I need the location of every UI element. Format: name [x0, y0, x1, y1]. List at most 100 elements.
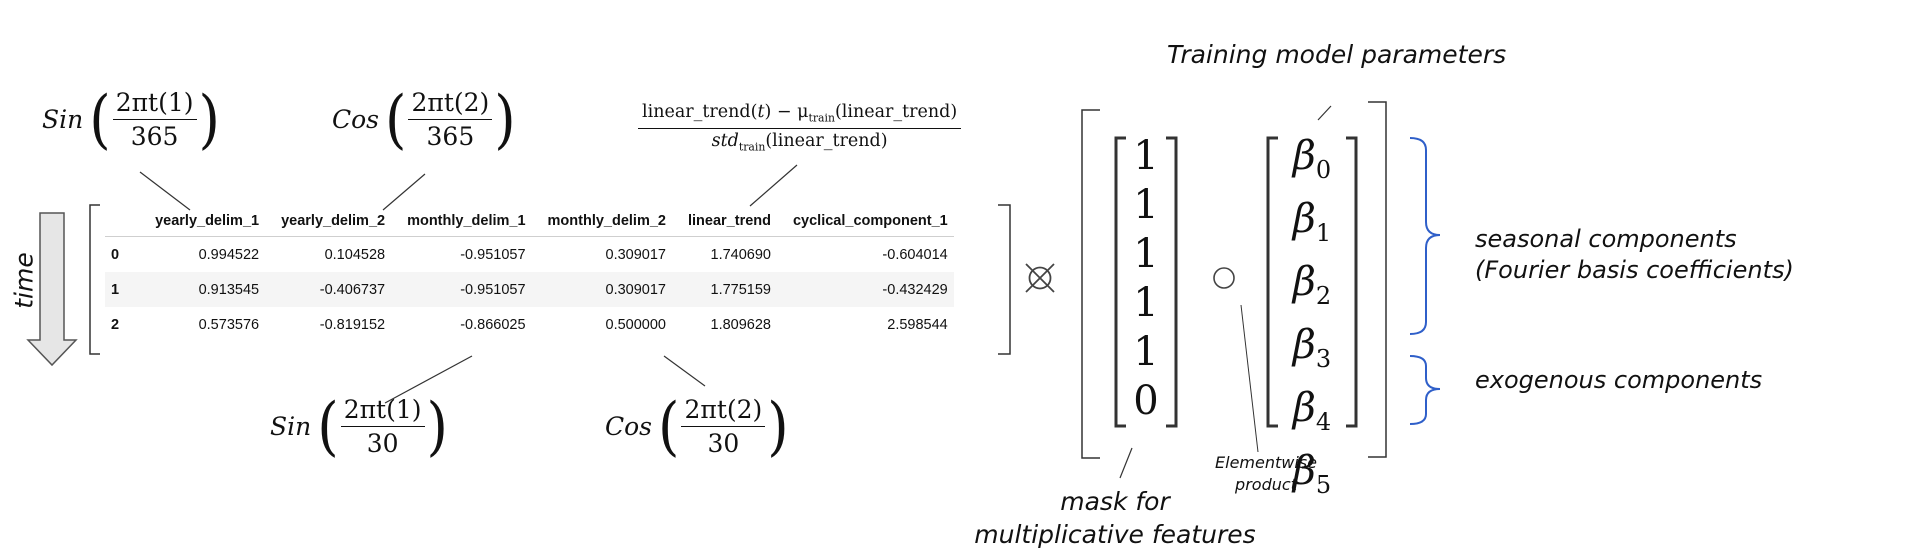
table-cell: -0.432429: [776, 272, 954, 307]
beta-entry: β5: [1292, 448, 1332, 499]
outer-left-bracket: [1081, 109, 1100, 459]
beta-entry: β4: [1292, 385, 1332, 436]
table-left-bracket: [89, 204, 100, 355]
connector-mask: [1119, 447, 1133, 479]
formula-yearly-sin: Sin ( 2πt(1)365 ): [42, 82, 220, 156]
table-cell: -0.604014: [882, 247, 948, 263]
elementwise-label-line2: product: [1235, 475, 1297, 494]
formula-yearly-sin-num: 2πt(1): [112, 88, 197, 120]
mask-entry: 1: [1133, 182, 1159, 228]
beta-entry: β3: [1292, 322, 1332, 373]
formula-monthly-cos: Cos ( 2πt(2)30 ): [605, 389, 789, 463]
formula-monthly-sin-num: 2πt(1): [340, 395, 425, 427]
formula-yearly-cos-num: 2πt(2): [408, 88, 493, 120]
table-cell: 2.598544: [887, 317, 948, 333]
table-header-cell: cyclical_component_1: [776, 205, 954, 237]
table-cell: 0.309017: [531, 272, 672, 307]
table-row: 0 0.994522 0.104528 -0.951057 0.309017 1.7406…: [105, 237, 954, 273]
table-cell: 1.740690: [710, 247, 771, 263]
elementwise-label: Elementwise product: [1196, 452, 1336, 496]
connector-elementwise: [1240, 304, 1259, 453]
table-right-bracket: [998, 204, 1011, 355]
table-cell: -0.951057: [391, 272, 532, 307]
formula-monthly-sin: Sin ( 2πt(1)30 ): [270, 389, 448, 463]
beta-entry: β0: [1292, 133, 1332, 184]
row-index: 1: [105, 272, 140, 307]
table-cell: 1.809628: [710, 317, 771, 333]
time-label-box: time: [4, 246, 44, 316]
formula-yearly-cos-den: 365: [426, 122, 475, 151]
row-index: 0: [111, 247, 120, 263]
table-cell: -0.866025: [460, 317, 526, 333]
connector-monthly-cos: [663, 355, 706, 387]
hadamard-circle-icon: [1213, 267, 1235, 289]
formula-monthly-cos-den: 30: [707, 429, 740, 458]
mask-entry: 1: [1133, 280, 1159, 326]
seasonal-label-line1: seasonal components: [1475, 225, 1737, 253]
table-cell: 0.994522: [198, 247, 260, 263]
exogenous-label: exogenous components: [1475, 366, 1763, 394]
formula-yearly-sin-fn: Sin: [42, 105, 84, 134]
table-cell: 0.913545: [139, 272, 266, 307]
table-cell: 0.309017: [605, 247, 666, 263]
formula-linear-norm: linear_trend(t) − μtrain(linear_trend) s…: [636, 102, 963, 153]
beta-right-bracket: [1346, 136, 1358, 428]
time-label: time: [9, 252, 39, 309]
formula-monthly-cos-fn: Cos: [605, 412, 653, 441]
table-header-cell: linear_trend: [671, 205, 777, 237]
connector-yearly-cos: [382, 173, 426, 211]
mask-label-line1: mask for: [1060, 487, 1170, 516]
beta-entry: β2: [1292, 259, 1332, 310]
formula-linear-num: linear_trend(t) − μtrain(linear_trend): [638, 102, 962, 129]
mask-right-bracket: [1166, 136, 1178, 428]
beta-left-bracket: [1266, 136, 1278, 428]
table-cell: 1.775159: [671, 272, 777, 307]
table-cell: 0.104528: [324, 247, 386, 263]
mask-label-line2: multiplicative features: [974, 520, 1256, 549]
seasonal-brace: [1409, 137, 1441, 335]
training-params-title: Training model parameters: [1167, 40, 1507, 69]
connector-params: [1317, 105, 1332, 121]
table-header-cell: monthly_delim_1: [391, 205, 532, 237]
connector-yearly-sin: [139, 171, 191, 211]
mask-entry: 1: [1133, 329, 1159, 375]
outer-right-bracket: [1368, 101, 1387, 458]
table-cell: 0.573576: [198, 317, 260, 333]
connector-linear: [749, 164, 798, 207]
row-index: 2: [111, 317, 120, 333]
table-cell: -0.406737: [265, 272, 392, 307]
connector-monthly-sin: [384, 355, 473, 404]
exogenous-brace: [1409, 355, 1441, 425]
table-header-cell: yearly_delim_2: [265, 205, 392, 237]
elementwise-label-line1: Elementwise: [1215, 453, 1317, 472]
mask-left-bracket: [1114, 136, 1126, 428]
formula-monthly-cos-num: 2πt(2): [681, 395, 766, 427]
formula-linear-den: stdtrain(linear_trend): [711, 130, 888, 154]
beta-entry: β1: [1292, 196, 1332, 247]
mask-entry: 1: [1133, 231, 1159, 277]
table-cell: -0.819152: [319, 317, 386, 333]
seasonal-label: seasonal components (Fourier basis coeff…: [1475, 224, 1794, 286]
formula-monthly-sin-den: 30: [366, 429, 399, 458]
table-cell: 0.500000: [605, 317, 666, 333]
formula-yearly-cos: Cos ( 2πt(2)365 ): [332, 82, 516, 156]
formula-monthly-sin-fn: Sin: [270, 412, 312, 441]
table-header-cell: yearly_delim_1: [139, 205, 266, 237]
mask-label: mask for multiplicative features: [960, 485, 1270, 551]
time-arrow-icon: [26, 212, 78, 367]
formula-yearly-cos-fn: Cos: [332, 105, 380, 134]
table-cell: -0.951057: [460, 247, 526, 263]
table-row: 2 0.573576 -0.819152 -0.866025 0.500000 1.809…: [105, 307, 954, 342]
table-header-cell: monthly_delim_2: [531, 205, 672, 237]
beta-vector: β0 β1 β2 β3 β4 β5: [1277, 132, 1347, 510]
table-header-cell: [105, 205, 140, 237]
circled-times-icon: [1025, 263, 1055, 293]
formula-yearly-sin-den: 365: [130, 122, 179, 151]
